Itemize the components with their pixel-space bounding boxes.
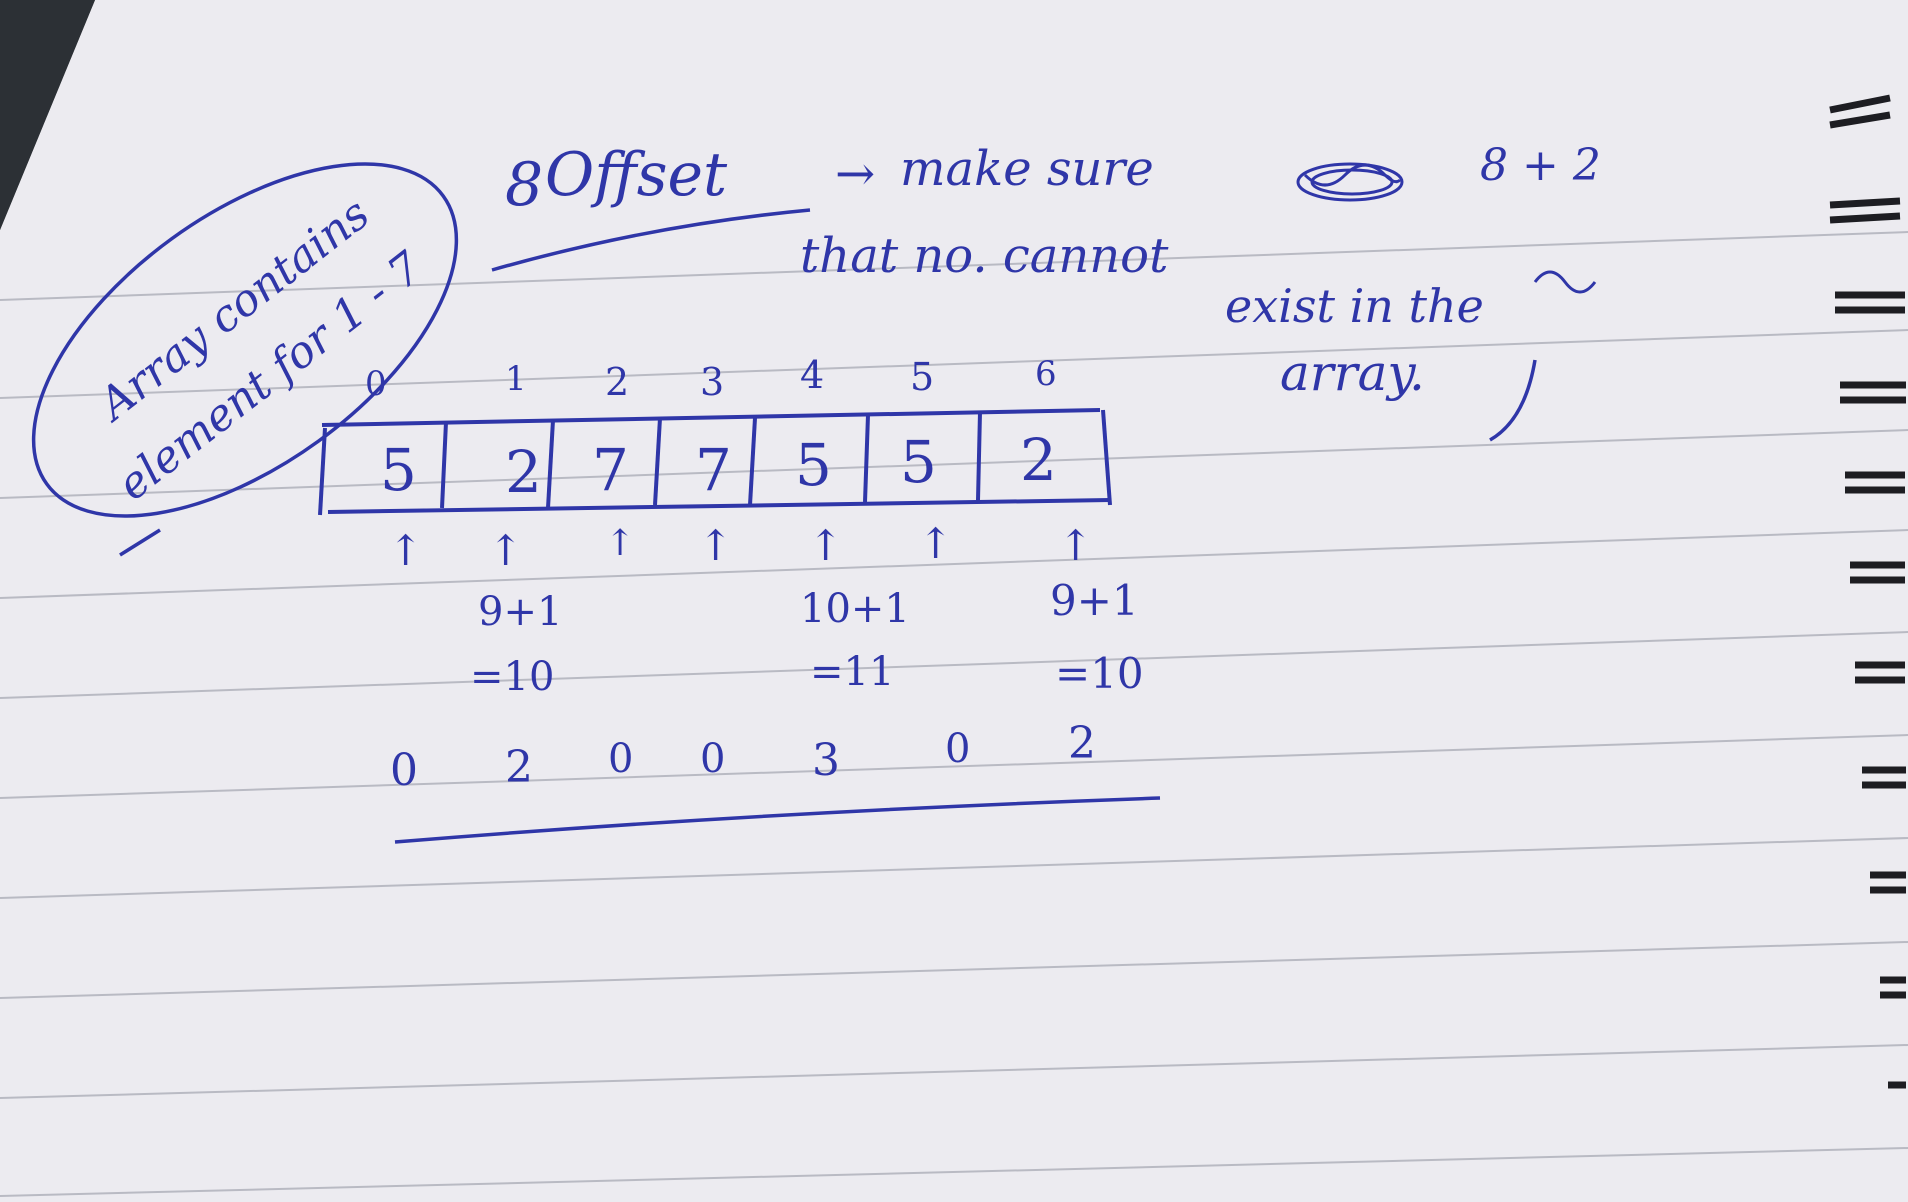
- count-value: 3: [812, 735, 840, 786]
- arrow-icon: ↑: [388, 526, 423, 575]
- computation-index-6: 9+1 =10: [1050, 576, 1144, 698]
- index-label: 2: [605, 360, 629, 404]
- count-value: 0: [608, 736, 633, 782]
- heading-text-line3: exist in the: [1225, 279, 1484, 333]
- computation-expr: 9+1: [1050, 576, 1139, 625]
- count-value: 2: [1068, 718, 1096, 769]
- arrow-icon: ↑: [808, 521, 843, 570]
- paper-shadow-edge: [0, 0, 95, 230]
- array-descender: [1489, 359, 1537, 442]
- computation-result: =10: [470, 654, 554, 700]
- index-label: 6: [1035, 354, 1057, 394]
- counts-row: 0 2 0 0 3 0 2: [390, 718, 1096, 796]
- arrow-icon: ↑: [488, 526, 523, 575]
- index-row: 0 1 2 3 4 5 6: [365, 353, 1057, 404]
- count-value: 2: [505, 742, 533, 793]
- ruled-lines: [0, 231, 1908, 1197]
- heading-arrow: →: [835, 146, 875, 202]
- arrow-icon: ↑: [1058, 521, 1093, 570]
- heading-prefix: 8: [505, 150, 543, 220]
- index-label: 1: [505, 359, 527, 399]
- arrow-icon: ↑: [918, 519, 953, 568]
- array-cell: 5: [795, 431, 832, 499]
- array-box: [318, 408, 1112, 516]
- arrow-icon: ↑: [698, 521, 733, 570]
- index-label: 4: [800, 353, 824, 397]
- heading-text-line2: that no. cannot: [800, 228, 1169, 284]
- computation-result: =11: [810, 649, 894, 695]
- scribble-out: [1296, 162, 1404, 202]
- count-value: 0: [390, 745, 418, 796]
- array-cell: 2: [505, 438, 542, 506]
- computation-index-1: 9+1 =10: [470, 589, 562, 700]
- spiral-binding: [1829, 94, 1906, 1089]
- array-cell: 5: [380, 436, 417, 504]
- computation-result: =10: [1055, 649, 1144, 698]
- count-value: 0: [945, 726, 970, 772]
- heading-text-line1: make sure: [900, 141, 1154, 197]
- index-label: 3: [700, 360, 724, 404]
- array-values: 5 2 7 7 5 5 2: [380, 426, 1057, 506]
- heading-word: Offset: [545, 140, 728, 210]
- pointer-arrows: ↑ ↑ ↑ ↑ ↑ ↑ ↑: [388, 519, 1093, 575]
- computation-index-4: 10+1 =11: [800, 586, 910, 695]
- heading-underline: [491, 208, 811, 272]
- heading-text-line4: array.: [1280, 344, 1425, 402]
- computation-expr: 9+1: [478, 589, 562, 635]
- heading-scribble-then: 8 + 2: [1480, 140, 1601, 191]
- final-underline: [394, 796, 1161, 844]
- arrow-icon: ↑: [605, 523, 635, 564]
- index-label: 5: [910, 355, 934, 399]
- array-cell: 7: [695, 436, 732, 504]
- array-cell: 2: [1020, 426, 1057, 494]
- scribble-out-2: [1533, 270, 1597, 294]
- circled-note-tail: [119, 528, 161, 557]
- count-value: 0: [700, 736, 725, 782]
- array-cell: 5: [900, 428, 937, 496]
- array-cell: 7: [592, 436, 629, 504]
- circled-note-loop: [31, 162, 459, 518]
- computation-expr: 10+1: [800, 586, 910, 632]
- index-label: 0: [365, 364, 387, 404]
